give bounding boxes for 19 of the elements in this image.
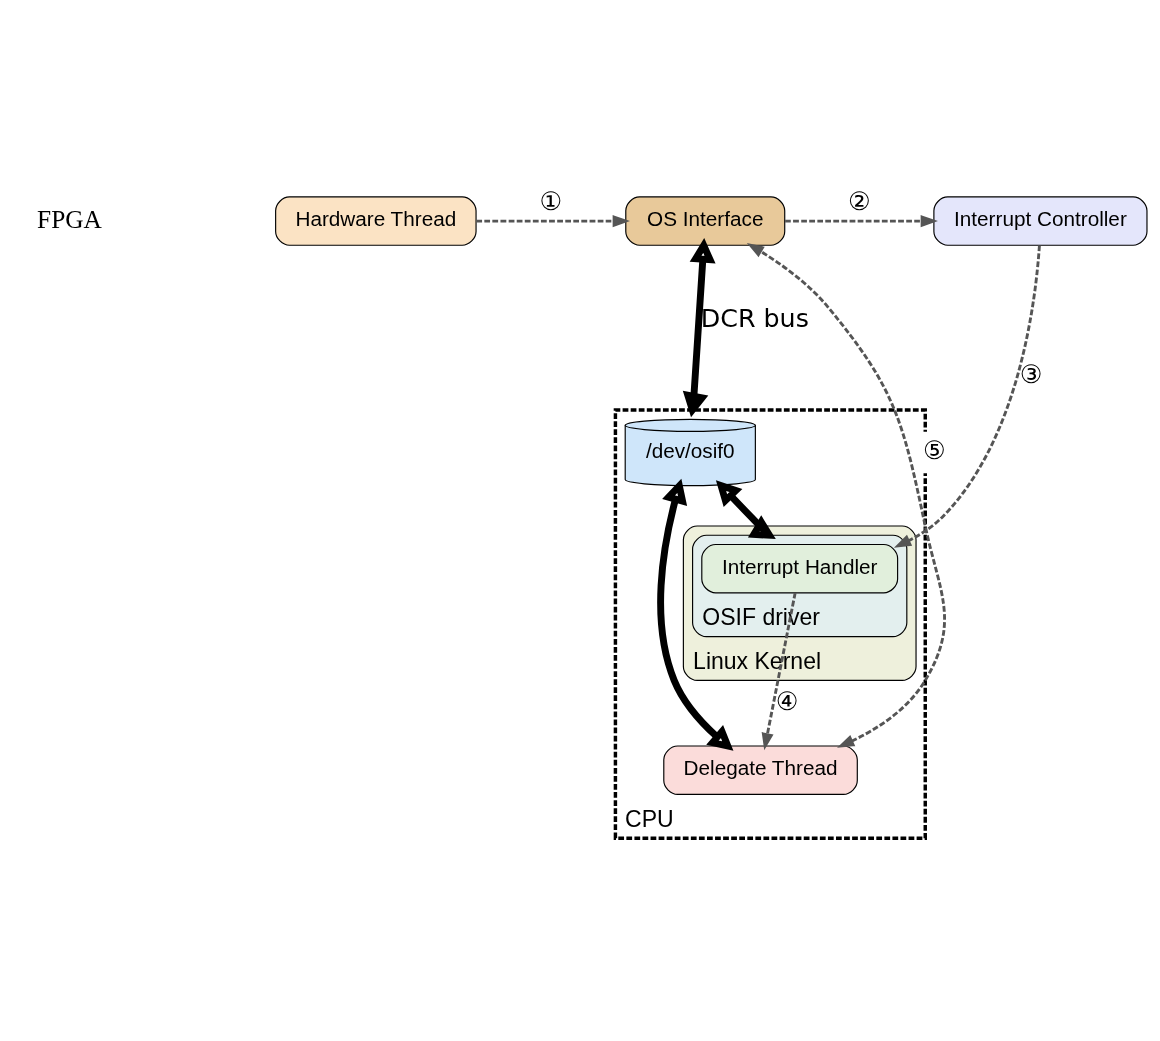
edge-label: ① — [539, 185, 563, 216]
arrow — [893, 244, 1041, 548]
label: FPGA — [37, 204, 102, 233]
arrow — [746, 242, 946, 748]
edge-label: ④ — [775, 685, 799, 716]
arrow — [682, 237, 716, 417]
node-box: Interrupt Handler — [701, 543, 899, 593]
node-box: OS Interface — [625, 195, 786, 246]
edge-label: ③ — [1019, 358, 1043, 389]
arrow — [761, 592, 797, 750]
arrow — [715, 479, 776, 539]
edge-label: ② — [847, 185, 871, 216]
edge-label: DCR bus — [700, 302, 809, 333]
arrow — [785, 214, 938, 227]
node-box: Delegate Thread — [663, 744, 858, 795]
arrow — [657, 478, 734, 751]
node-box: Hardware Thread — [275, 195, 477, 246]
node-box: Interrupt Controller — [933, 195, 1148, 246]
arrow — [476, 214, 630, 227]
